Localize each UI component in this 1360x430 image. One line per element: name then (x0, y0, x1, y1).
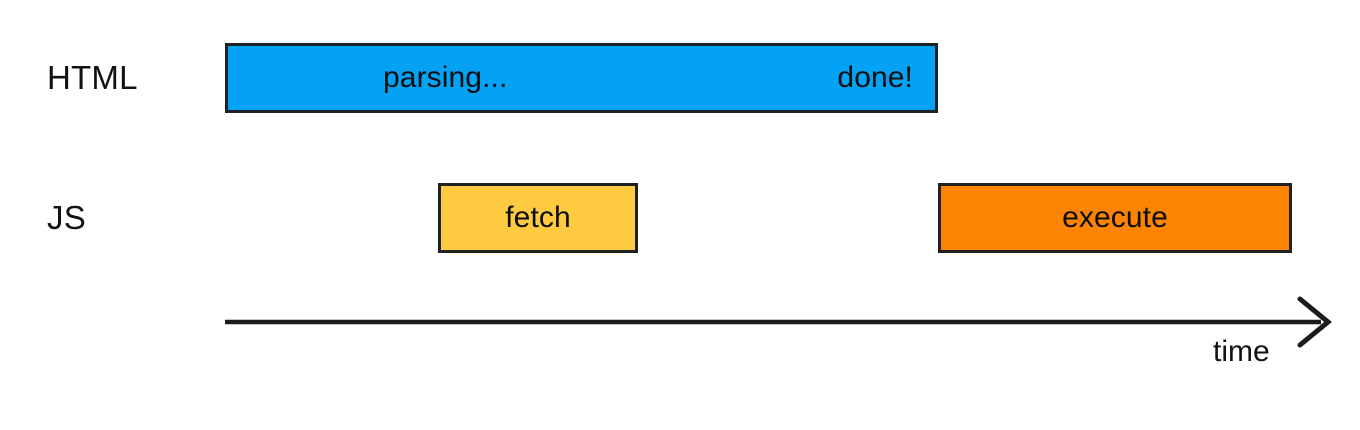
time-axis-arrow-icon (225, 296, 1332, 348)
bar-js-execute: execute (938, 183, 1292, 253)
bar-js-fetch-label: fetch (505, 201, 571, 234)
row-label-js: JS (47, 199, 86, 236)
bar-js-execute-label: execute (1062, 201, 1168, 234)
bar-html-parsing-label: parsing... (383, 61, 508, 94)
bar-js-fetch: fetch (438, 183, 638, 253)
bar-html-done-label: done! (837, 61, 913, 94)
row-label-html: HTML (47, 59, 138, 96)
bar-html-parsing: parsing... done! (225, 43, 938, 113)
axis-label-time: time (1213, 335, 1270, 368)
